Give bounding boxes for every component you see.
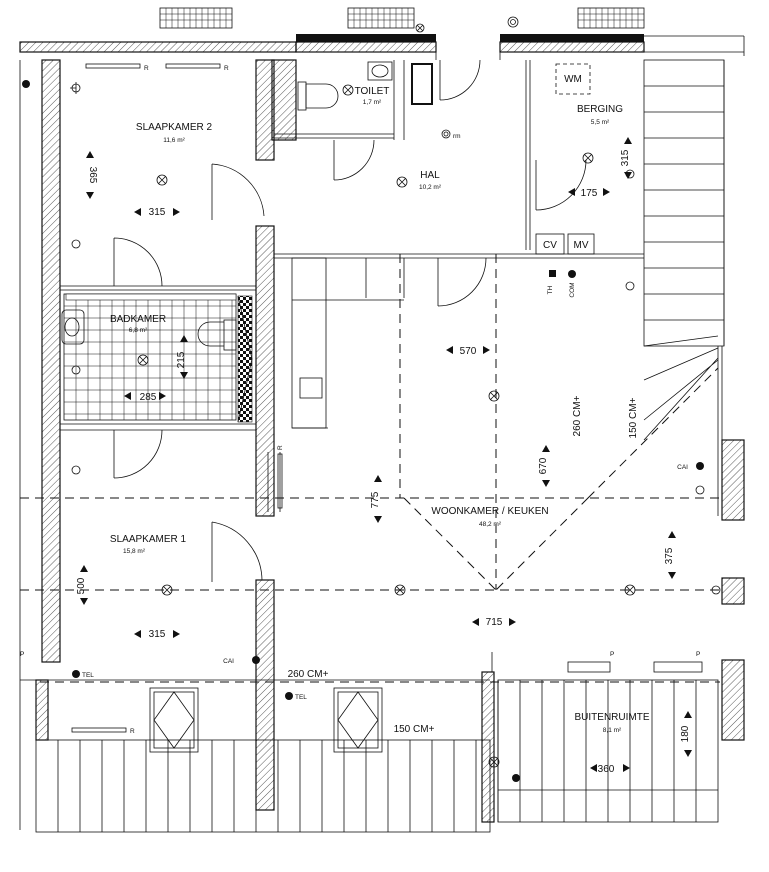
room-name-badkamer: BADKAMER [110,314,166,325]
cai-label-slaapkamer1: CAI [223,658,234,665]
dim-775: 775 [370,491,381,508]
room-area-badkamer: 6,8 m² [129,327,148,334]
tel-label-hal: TEL [295,694,307,701]
dim-570: 570 [460,346,477,357]
radiator-label-1: R [144,65,149,72]
skylights-balcony [149,687,383,753]
mv-label: MV [574,240,589,251]
tel-label-slaapkamer1: TEL [82,672,94,679]
dim-315-c: 315 [149,629,166,640]
sanitary [61,61,433,351]
p-label-3: P [696,651,700,658]
skylights-top [159,7,645,33]
room-name-woonkamer: WOONKAMER / KEUKEN [431,506,548,517]
radiator-label-3: R [130,728,135,735]
room-area-berging: 5,5 m² [591,119,610,126]
wm-label: WM [564,74,582,85]
radiator-label-4: R [277,445,284,450]
room-name-berging: BERGING [577,104,623,115]
light-points [137,84,636,768]
dim-260cm: 260 CM+ [572,395,583,436]
radiators [71,63,283,733]
dim-315-b: 315 [620,149,631,166]
p-label-1: P [20,651,24,658]
dim-150cm: 150 CM+ [628,397,639,438]
dim-180: 180 [680,725,691,742]
dim-215: 215 [176,351,187,368]
rm-label: rm [453,133,461,140]
dim-260cm-2: 260 CM+ [288,669,329,680]
room-area-buitenruimte: 8,1 m² [603,727,622,734]
cv-label: CV [543,240,557,251]
room-name-buitenruimte: BUITENRUIMTE [575,712,650,723]
markers [22,80,704,782]
roof-lines [20,254,720,683]
dim-670: 670 [538,457,549,474]
room-name-slaapkamer2: SLAAPKAMER 2 [136,122,213,133]
room-area-slaapkamer2: 11,6 m² [163,137,185,144]
staircase [643,59,725,441]
dim-150cm-2: 150 CM+ [394,724,435,735]
room-area-woonkamer: 48,2 m² [479,521,502,528]
room-name-slaapkamer1: SLAAPKAMER 1 [110,534,187,545]
dim-375: 375 [664,547,675,564]
balcony-railing [35,679,719,833]
dim-315-a: 315 [149,207,166,218]
bathroom-tiles [63,293,253,423]
p-label-2: P [610,651,614,658]
outer-wall-top [19,34,745,60]
utility-boxes [535,63,703,673]
dimension-arrows [80,137,692,772]
dim-365: 365 [87,167,98,184]
cai-label-woonkamer: CAI [677,464,688,471]
dim-175: 175 [581,188,598,199]
dim-715: 715 [486,617,503,628]
kitchen-counter [291,257,405,429]
radiator-label-2: R [224,65,229,72]
dim-500: 500 [76,577,87,594]
walls [19,59,745,830]
room-name-toilet: TOILET [355,86,390,97]
room-area-toilet: 1,7 m² [363,99,382,106]
room-name-hal: HAL [420,170,440,181]
com-label: COM [569,282,576,297]
room-area-hal: 10,2 m² [419,184,442,191]
dim-285: 285 [140,392,157,403]
doors [113,59,587,672]
room-area-slaapkamer1: 15,8 m² [123,548,146,555]
dim-360: 360 [598,764,615,775]
th-label: TH [547,285,554,294]
